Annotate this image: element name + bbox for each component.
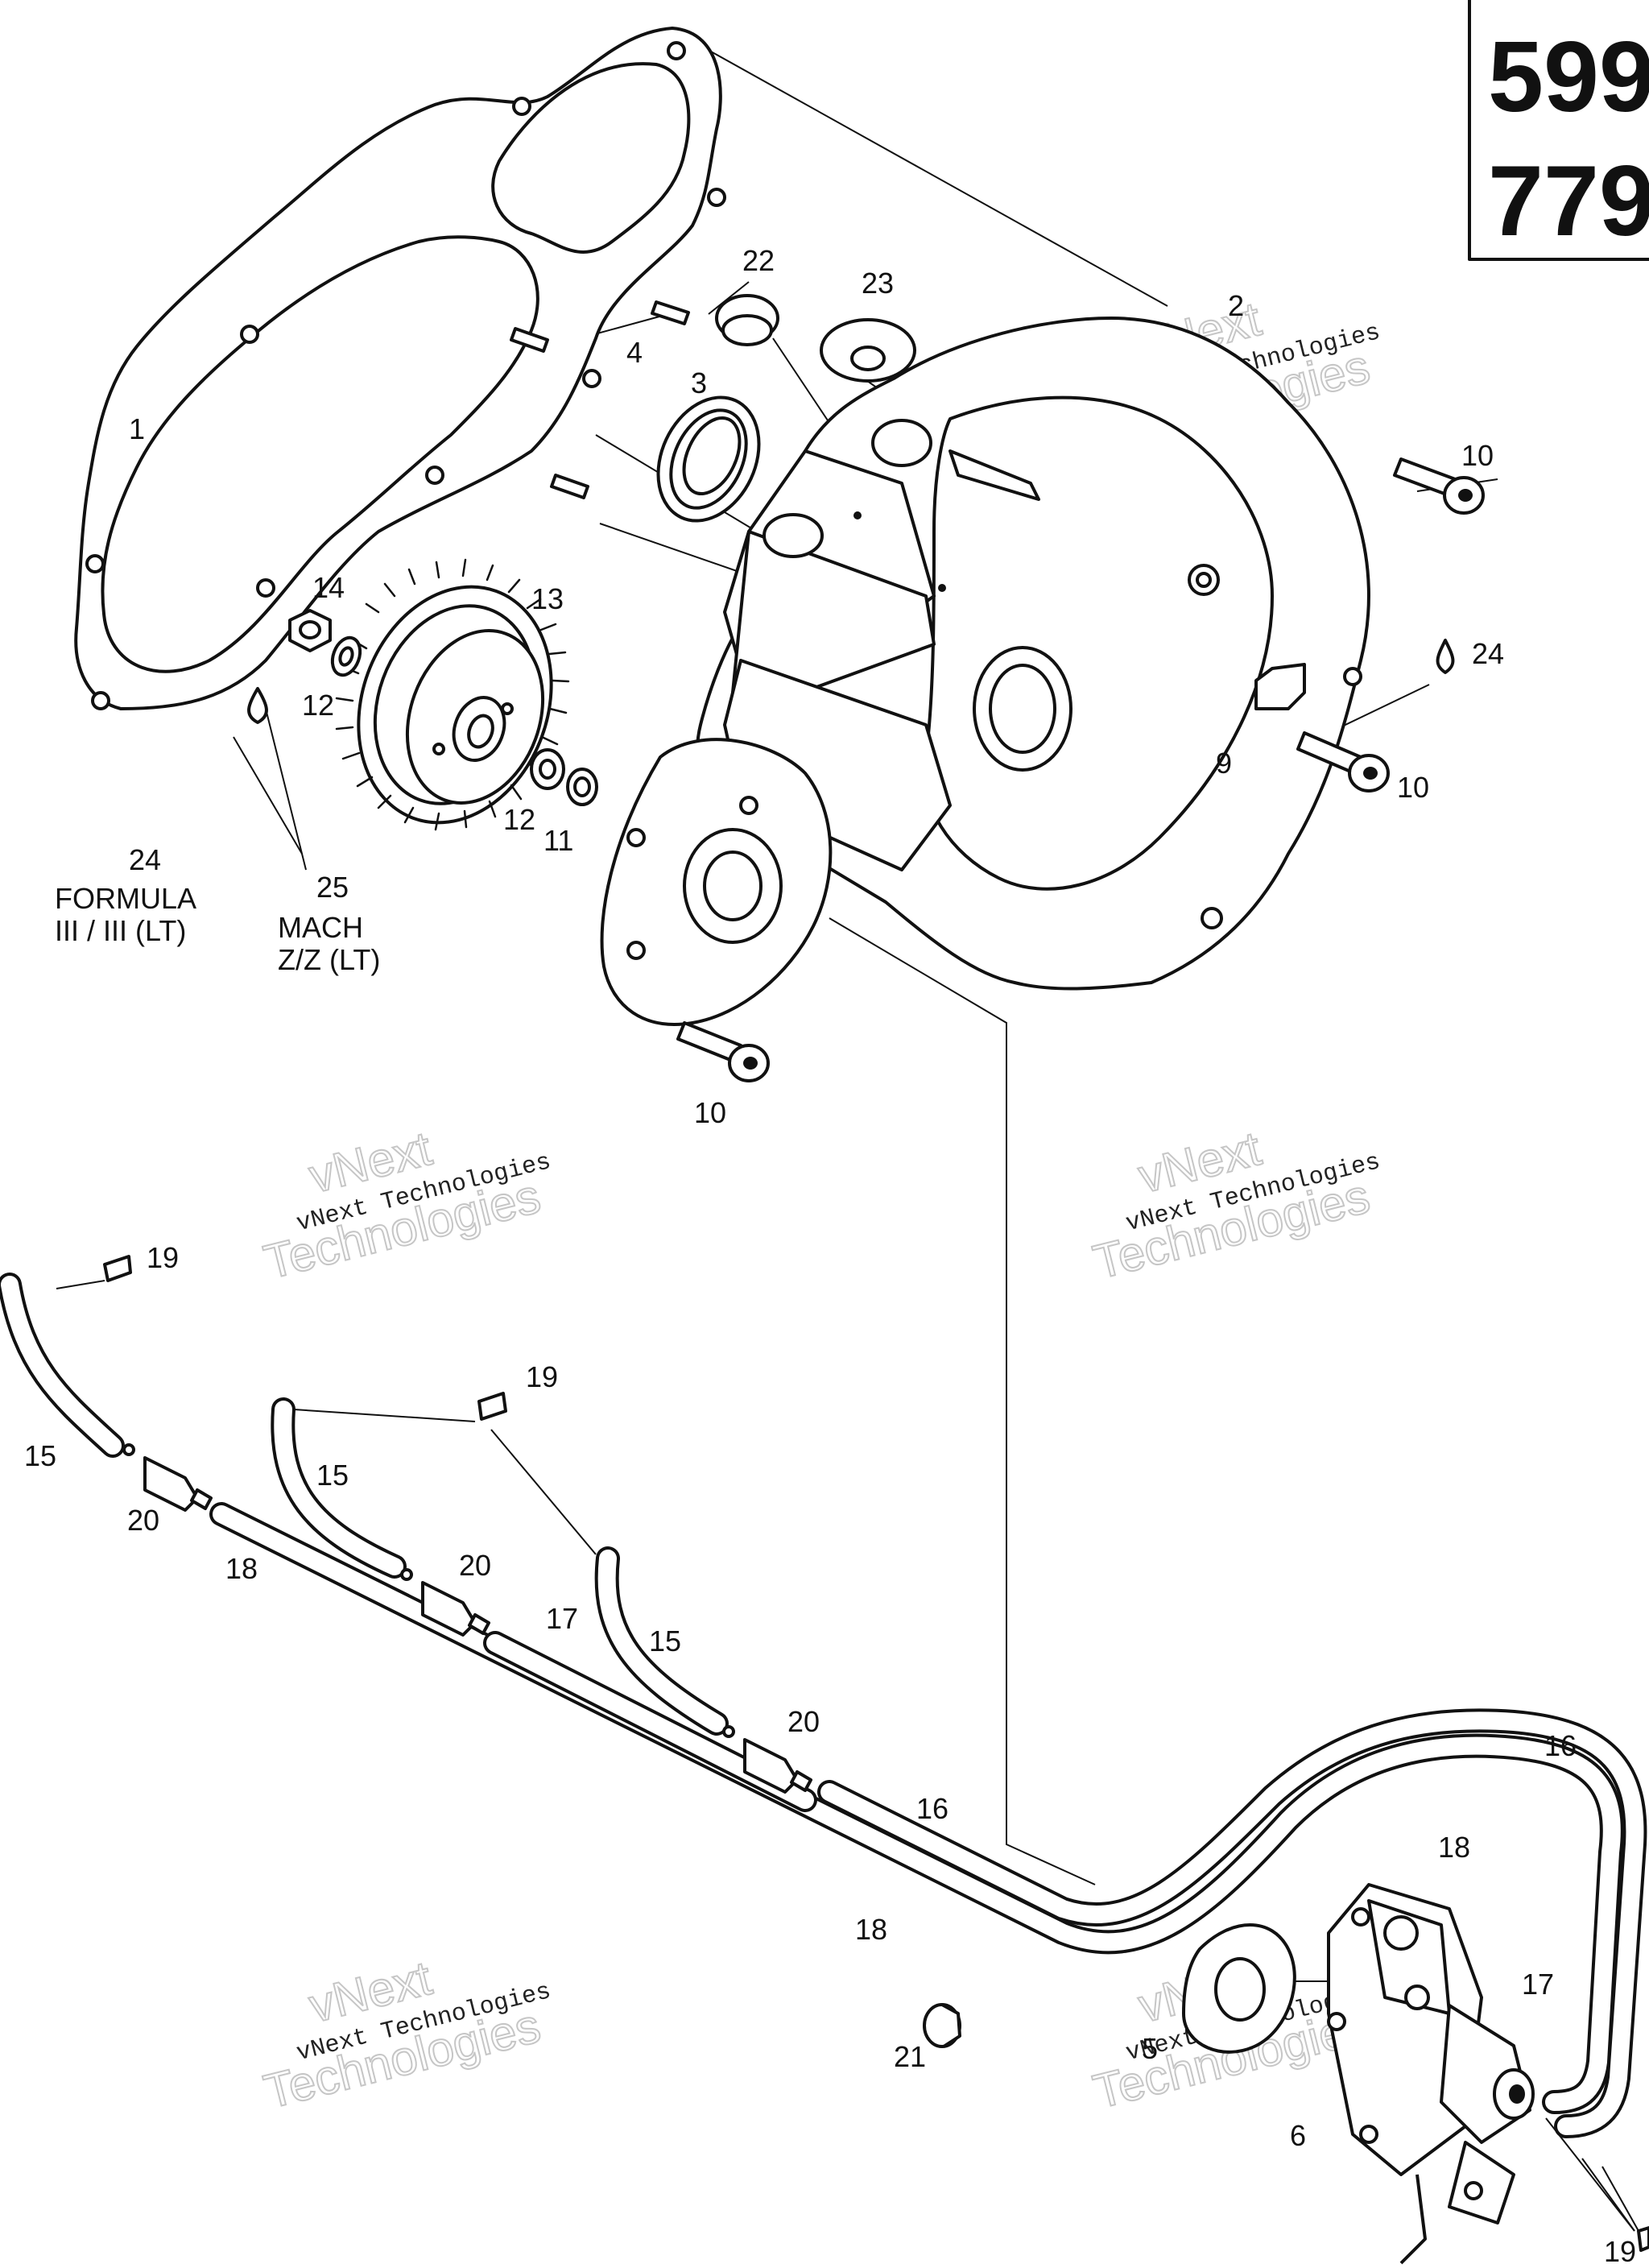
model-line-1: 599 (1488, 22, 1649, 133)
bolt-part-10-b (1296, 731, 1390, 793)
callout-17-a: 17 (546, 1602, 578, 1635)
callout-19-c: 19 (1604, 2235, 1636, 2268)
oil-seal-part-3 (656, 395, 761, 523)
callout-16-a: 16 (1544, 1729, 1577, 1762)
drop-part-24-left (247, 687, 268, 724)
plug-part-22 (715, 294, 779, 346)
callout-17-b: 17 (1522, 1968, 1554, 2001)
callout-4: 4 (626, 336, 643, 369)
callout-5: 5 (1142, 2032, 1158, 2065)
bolt-part-10-a (1393, 457, 1485, 515)
washer-part-12-b (530, 748, 565, 790)
hose-part-15-a (0, 1273, 125, 1458)
filter-part-20-a (122, 1443, 213, 1512)
callout-1: 1 (129, 412, 145, 445)
callout-20-a: 20 (127, 1504, 159, 1537)
callout-labels: 1 2 3 4 5 6 9 10 10 10 11 12 12 13 14 15… (24, 244, 1636, 2268)
clip-part-9 (1254, 663, 1306, 710)
hose-part-15-c (594, 1546, 729, 1736)
callout-24-b: 24 (129, 843, 161, 876)
clip-part-19-a (103, 1255, 132, 1282)
dowel-pin-part-4 (510, 300, 690, 499)
callout-2: 2 (1228, 289, 1244, 322)
hose-part-15-b (271, 1397, 407, 1579)
callout-18-b: 18 (855, 1913, 887, 1946)
callout-25: 25 (316, 871, 349, 904)
shim-part-11 (566, 768, 598, 806)
callout-18-a: 18 (225, 1552, 258, 1585)
callout-11: 11 (543, 824, 573, 857)
watermark-mid-left: vNext Technologies vNext Technologies (258, 1120, 553, 1290)
formula-note-line2: III / III (LT) (55, 914, 186, 947)
callout-23: 23 (862, 267, 894, 300)
callout-9: 9 (1216, 747, 1232, 780)
clip-part-19-b (477, 1392, 507, 1421)
filter-part-20-c (722, 1725, 812, 1794)
callout-6: 6 (1290, 2119, 1306, 2152)
gear-teeth (335, 558, 570, 831)
nut-part-14 (288, 609, 332, 652)
gear-part-13 (357, 585, 553, 825)
sleeve-part-21 (923, 2003, 961, 2048)
callout-12-b: 12 (503, 803, 535, 836)
watermark-bottom-left: vNext Technologies vNext Technologies (258, 1950, 553, 2120)
callout-16-b: 16 (916, 1792, 948, 1825)
model-number-box: 599 779 (1468, 0, 1649, 261)
callout-20-b: 20 (459, 1549, 491, 1582)
gasket-part-1 (74, 27, 726, 710)
callout-15-c: 15 (649, 1624, 681, 1658)
callout-3: 3 (691, 366, 707, 399)
bolt-part-10-c (676, 1021, 770, 1082)
callout-19-a: 19 (147, 1241, 179, 1274)
callout-12-a: 12 (302, 689, 334, 722)
drop-part-24-right (1436, 639, 1455, 674)
oil-pump-part-6 (1327, 1883, 1535, 2265)
callout-24-a: 24 (1472, 637, 1504, 670)
callout-19-b: 19 (526, 1360, 558, 1393)
callout-20-c: 20 (787, 1705, 820, 1738)
callout-15-b: 15 (316, 1459, 349, 1492)
line-part-16 (817, 1708, 1647, 2138)
cap-part-23 (820, 318, 916, 383)
model-line-2: 779 (1488, 146, 1649, 257)
callout-15-a: 15 (24, 1439, 56, 1472)
housing-part-2 (600, 317, 1370, 1026)
callout-14: 14 (312, 571, 345, 604)
callout-10-b: 10 (1397, 771, 1429, 804)
callout-18-c: 18 (1438, 1831, 1470, 1864)
mach-note-line1: MACH (278, 911, 363, 944)
callout-10-a: 10 (1461, 439, 1494, 472)
lockwasher-part-12-a (330, 635, 362, 677)
filter-part-20-b (400, 1568, 490, 1637)
watermark-mid-right: vNext Technologies vNext Technologies (1087, 1120, 1382, 1290)
callout-13: 13 (531, 582, 564, 615)
callout-10-c: 10 (694, 1096, 726, 1129)
clip-part-19-c (1637, 2226, 1649, 2252)
callout-21: 21 (894, 2040, 926, 2073)
callout-22: 22 (742, 244, 775, 277)
pump-gasket-part-5 (1182, 1923, 1296, 2054)
mach-note-line2: Z/Z (LT) (278, 943, 380, 976)
formula-note-line1: FORMULA (55, 882, 196, 915)
line-part-18 (209, 1502, 1624, 2114)
